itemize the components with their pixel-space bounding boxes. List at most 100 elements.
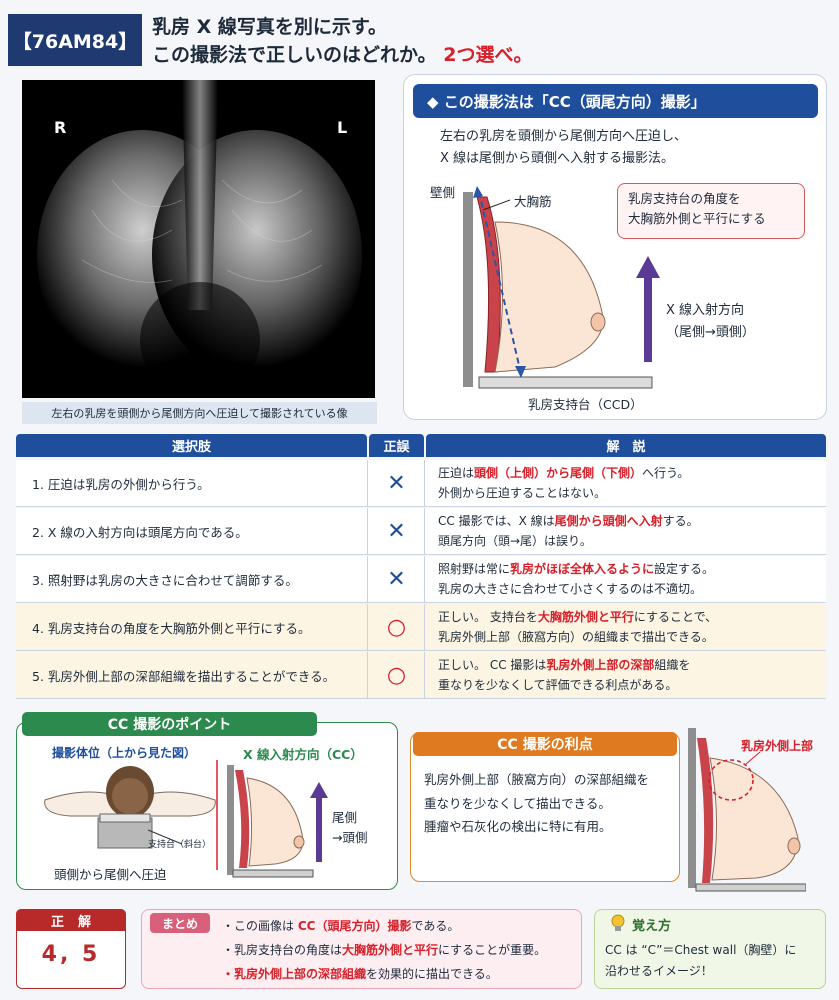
inclined-support-label: 支持台（斜台）: [148, 840, 212, 850]
note-line-2: 大胸筋外側と平行にする: [628, 211, 766, 226]
answer-header: 正解: [16, 909, 126, 931]
summary-item: ・この画像は CC（頭尾方向）撮影である。: [222, 914, 582, 938]
correct-mark-icon: ○: [386, 662, 407, 688]
pectoralis-label: 大胸筋: [514, 194, 552, 209]
summary-tag: まとめ: [150, 913, 210, 933]
correct-mark-icon: ○: [386, 614, 407, 640]
support-ccd-label: 乳房支持台（CCD）: [528, 397, 643, 412]
note-line-1: 乳房支持台の角度を: [628, 191, 741, 206]
table-row: 4. 乳房支持台の角度を大胸筋外側と平行にする。 ○ 正しい。 支持台を大胸筋外…: [16, 604, 826, 651]
choice-text: 4. 乳房支持台の角度を大胸筋外側と平行にする。: [32, 620, 311, 636]
compression-label: 頭側から尾側へ圧迫: [54, 867, 167, 882]
up-arrow-icon: [636, 256, 660, 362]
summary-text: にすることが重要。: [438, 943, 547, 957]
explanation-text: 照射野は常に: [438, 562, 511, 576]
explanation-text: 正しい。 支持台を: [438, 610, 538, 624]
choice-text: 1. 圧迫は乳房の外側から行う。: [32, 476, 210, 492]
summary-text: ・この画像は: [222, 919, 298, 933]
advantage-line-3: 腫瘤や石灰化の検出に特に有用。: [424, 819, 612, 834]
direction-caption: 尾側 →頭側: [332, 808, 367, 848]
summary-highlight: 大胸筋外側と平行: [342, 943, 439, 957]
cc-side-diagram: [216, 760, 314, 878]
xray-direction-cc-title: X 線入射方向（CC）: [243, 747, 363, 762]
choose-two-note: 2つ選べ。: [443, 44, 533, 66]
up-arrow-icon: [310, 782, 328, 862]
technique-description: 左右の乳房を頭側から尾側方向へ圧迫し、 X 線は尾側から頭側へ入射する撮影法。: [440, 126, 810, 170]
memory-tip-panel: [594, 909, 826, 989]
summary-list: ・この画像は CC（頭尾方向）撮影である。 ・乳房支持台の角度は大胸筋外側と平行…: [222, 914, 582, 986]
incorrect-mark-icon: ✕: [387, 470, 406, 496]
col-header-explanation: 解 説: [426, 434, 826, 457]
summary-highlight: 乳房外側上部の深部組織: [234, 967, 367, 981]
image-caption: 左右の乳房を頭側から尾側方向へ圧迫して撮影されている像: [22, 402, 377, 424]
description-line-2: X 線は尾側から頭側へ入射する撮影法。: [440, 151, 675, 166]
technique-title: ◆ この撮影法は「CC（頭尾方向）撮影」: [413, 84, 818, 118]
choice-text: 5. 乳房外側上部の深部組織を描出することができる。: [32, 668, 336, 684]
question-id-badge: 【76AM84】: [8, 14, 142, 66]
incorrect-mark-icon: ✕: [387, 566, 406, 592]
summary-text: ・乳房支持台の角度は: [222, 943, 343, 957]
direction-line-2: →頭側: [332, 830, 368, 845]
answer-value: 4, 5: [41, 942, 101, 967]
memory-tip-title: 覚え方: [632, 919, 672, 934]
explanation-highlight: 尾側から頭側へ入射: [554, 514, 663, 528]
direction-line-1: 尾側: [332, 810, 358, 825]
arrow-label-2: （尾側→頭側）: [666, 325, 755, 340]
explanation-highlight: 乳房がほぼ全体入るように: [510, 562, 655, 576]
memo-line-1: CC は “C”＝Chest wall（胸壁）に: [605, 943, 797, 957]
explanation-line-2: 乳房外側上部（腋窩方向）の組織まで描出できる。: [438, 630, 714, 644]
choice-text: 2. X 線の入射方向は頭尾方向である。: [32, 524, 248, 540]
chest-wall-label: 壁側: [430, 185, 456, 200]
explanation-text: 正しい。 CC 撮影は: [438, 658, 547, 672]
explanation-highlight: 大胸筋外側と平行: [537, 610, 634, 624]
explanation: 圧迫は頭側（上側）から尾側（下側）へ行う。 外側から圧迫することはない。: [426, 460, 826, 506]
memo-line-2: 沿わせるイメージ！: [605, 964, 713, 978]
summary-text: を効果的に描出できる。: [366, 967, 498, 981]
summary-panel: [141, 909, 582, 989]
col-header-correct: 正誤: [369, 434, 424, 457]
support-angle-note: 乳房支持台の角度を 大胸筋外側と平行にする: [617, 183, 805, 239]
table-row: 2. X 線の入射方向は頭尾方向である。 ✕ CC 撮影では、X 線は尾側から頭…: [16, 508, 826, 555]
technique-explanation-panel: [403, 74, 827, 420]
mammogram-image: R L: [22, 80, 375, 398]
cc-points-title: CC 撮影のポイント: [22, 712, 317, 736]
advantages-text: 乳房外側上部（腋窩方向）の深部組織を 重なりを少なくして描出できる。 腫瘤や石灰…: [424, 768, 680, 839]
advantage-line-1: 乳房外側上部（腋窩方向）の深部組織を: [424, 772, 650, 787]
question-title-line2: この撮影法で正しいのはどれか。 2つ選べ。: [152, 40, 532, 67]
explanation: 正しい。 支持台を大胸筋外側と平行にすることで、 乳房外側上部（腋窩方向）の組織…: [426, 604, 826, 650]
explanation-highlight: 頭側（上側）から尾側（下側）: [474, 466, 643, 480]
incorrect-mark-icon: ✕: [387, 518, 406, 544]
explanation: CC 撮影では、X 線は尾側から頭側へ入射する。 頭尾方向（頭→尾）は誤り。: [426, 508, 826, 554]
col-header-choice: 選択肢: [16, 434, 367, 457]
explanation-line-2: 外側から圧迫することはない。: [438, 486, 607, 500]
memory-tip-text: CC は “C”＝Chest wall（胸壁）に 沿わせるイメージ！: [605, 940, 825, 982]
choice-text: 3. 照射野は乳房の大きさに合わせて調節する。: [32, 572, 298, 588]
explanation-text: する。: [662, 514, 699, 528]
patient-top-view-diagram: [44, 766, 216, 849]
explanation-text: CC 撮影では、X 線は: [438, 514, 555, 528]
cc-diagram: [463, 186, 653, 389]
summary-highlight: CC（頭尾方向）撮影: [297, 919, 412, 933]
explanation-text: 組織を: [654, 658, 691, 672]
upper-outer-label: 乳房外側上部: [741, 739, 814, 753]
explanation-text: へ行う。: [642, 466, 690, 480]
question-title-line1: 乳房 X 線写真を別に示す。: [152, 16, 387, 38]
description-line-1: 左右の乳房を頭側から尾側方向へ圧迫し、: [440, 129, 688, 144]
summary-text: である。: [411, 919, 460, 933]
table-row: 3. 照射野は乳房の大きさに合わせて調節する。 ✕ 照射野は常に乳房がほぼ全体入…: [16, 556, 826, 603]
xray-direction-label: X 線入射方向 （尾側→頭側）: [666, 300, 755, 344]
explanation-line-2: 頭尾方向（頭→尾）は誤り。: [438, 534, 592, 548]
summary-item: ・乳房外側上部の深部組織を効果的に描出できる。: [222, 967, 498, 981]
left-side-label: L: [337, 118, 348, 137]
explanation: 照射野は常に乳房がほぼ全体入るように設定する。 乳房の大きさに合わせて小さくする…: [426, 556, 826, 602]
table-row: 1. 圧迫は乳房の外側から行う。 ✕ 圧迫は頭側（上側）から尾側（下側）へ行う。…: [16, 460, 826, 507]
right-side-label: R: [54, 118, 67, 137]
explanation: 正しい。 CC 撮影は乳房外側上部の深部組織を 重なりを少なくして評価できる利点…: [426, 652, 826, 698]
explanation-line-2: 重なりを少なくして評価できる利点がある。: [438, 678, 678, 692]
advantage-line-2: 重なりを少なくして描出できる。: [424, 795, 611, 811]
arrow-label-1: X 線入射方向: [666, 303, 745, 318]
upper-outer-region-diagram: [688, 728, 806, 892]
explanation-text: 設定する。: [654, 562, 715, 576]
summary-item: ・乳房支持台の角度は大胸筋外側と平行にすることが重要。: [222, 938, 582, 962]
question-text: この撮影法で正しいのはどれか。: [152, 44, 437, 66]
